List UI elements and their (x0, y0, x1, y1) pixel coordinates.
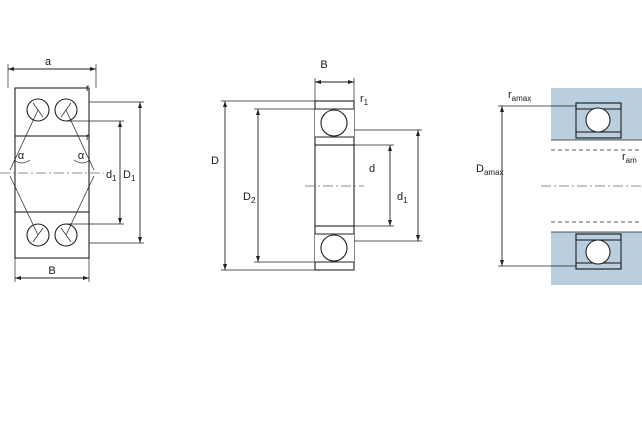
arrow-head (315, 80, 321, 84)
label-alpha-right: α (78, 150, 85, 162)
arrow-head (90, 67, 96, 71)
angle-arc-right (73, 159, 91, 164)
arrow-head (8, 67, 14, 71)
label-ramax-right: ram (622, 151, 637, 165)
angle-line (65, 175, 95, 236)
arrow-head (15, 276, 21, 280)
arrow-head (138, 237, 142, 243)
angle-line (9, 109, 39, 171)
left-bearing-drawing: a α α r r d1 (0, 56, 144, 282)
label-a: a (45, 56, 52, 68)
ball-lower (585, 239, 611, 265)
arrow-head (416, 130, 420, 136)
label-D: D (211, 155, 219, 167)
ball-upper (320, 109, 348, 137)
label-D2: D2 (243, 191, 256, 205)
ball-lower (320, 234, 348, 262)
label-alpha-left: α (18, 150, 25, 162)
arrow-head (83, 276, 89, 280)
angle-line (65, 109, 95, 171)
label-B: B (48, 265, 55, 277)
arrow-head (348, 80, 354, 84)
arrow-head (118, 121, 122, 127)
arrow-head (256, 109, 260, 115)
label-r-top: r (86, 83, 90, 94)
label-Damax: Damax (476, 163, 504, 177)
label-d1: d1 (106, 169, 117, 183)
arrow-head (388, 220, 392, 226)
ball-upper (585, 107, 611, 133)
arrow-head (500, 260, 504, 266)
angle-arc-left (13, 159, 31, 164)
upper-section (14, 87, 90, 137)
label-r1: r1 (360, 93, 369, 107)
arrow-head (388, 145, 392, 151)
label-r-mid: r (86, 132, 90, 143)
right-bearing-drawing: ramax ram Damax (476, 88, 642, 285)
label-d1: d1 (397, 191, 408, 205)
arrow-head (416, 235, 420, 241)
label-D1: D1 (123, 169, 136, 183)
arrow-head (138, 102, 142, 108)
angle-line (9, 175, 39, 236)
arrow-head (223, 101, 227, 107)
arrow-head (500, 106, 504, 112)
label-ramax: ramax (508, 89, 531, 103)
arrow-head (256, 256, 260, 262)
arrow-head (223, 264, 227, 270)
middle-bearing-drawing: B r1 D D2 (211, 59, 422, 271)
label-B: B (320, 59, 327, 71)
label-d: d (369, 163, 375, 175)
lower-section (14, 211, 90, 259)
arrow-head (118, 218, 122, 224)
